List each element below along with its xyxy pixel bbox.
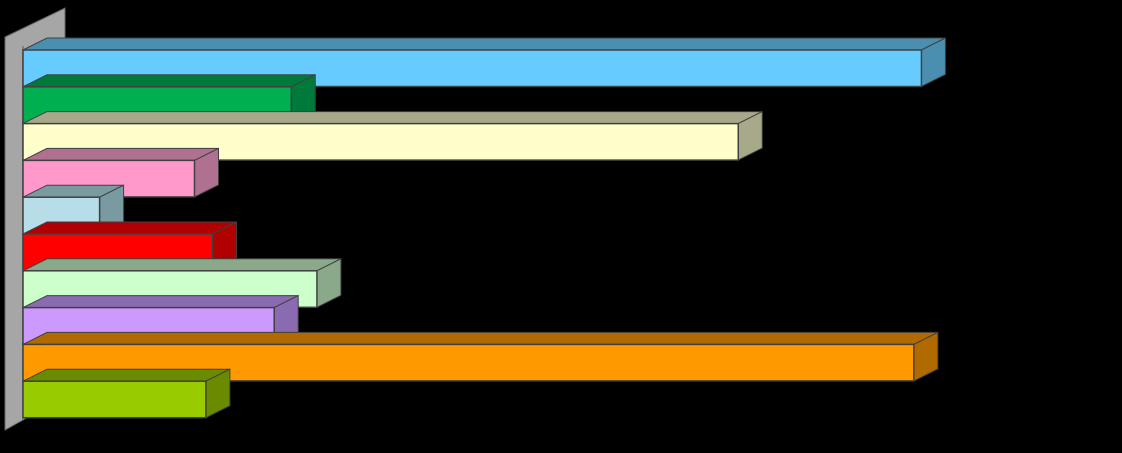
bar-10-front (22, 380, 207, 419)
bar-9-top (22, 331, 939, 345)
bar-1-top (22, 37, 946, 51)
bar-6-top (22, 221, 237, 235)
bar-4-top (22, 147, 219, 161)
bar-3 (22, 110, 763, 161)
bar-10 (22, 368, 231, 419)
bar-3-top (22, 111, 763, 125)
bar-8-top (22, 295, 299, 309)
bar-9 (22, 331, 939, 382)
bar-10-top (22, 368, 231, 382)
bar-2-top (22, 74, 316, 88)
bar-7-top (22, 258, 342, 272)
bars-group (22, 37, 946, 419)
